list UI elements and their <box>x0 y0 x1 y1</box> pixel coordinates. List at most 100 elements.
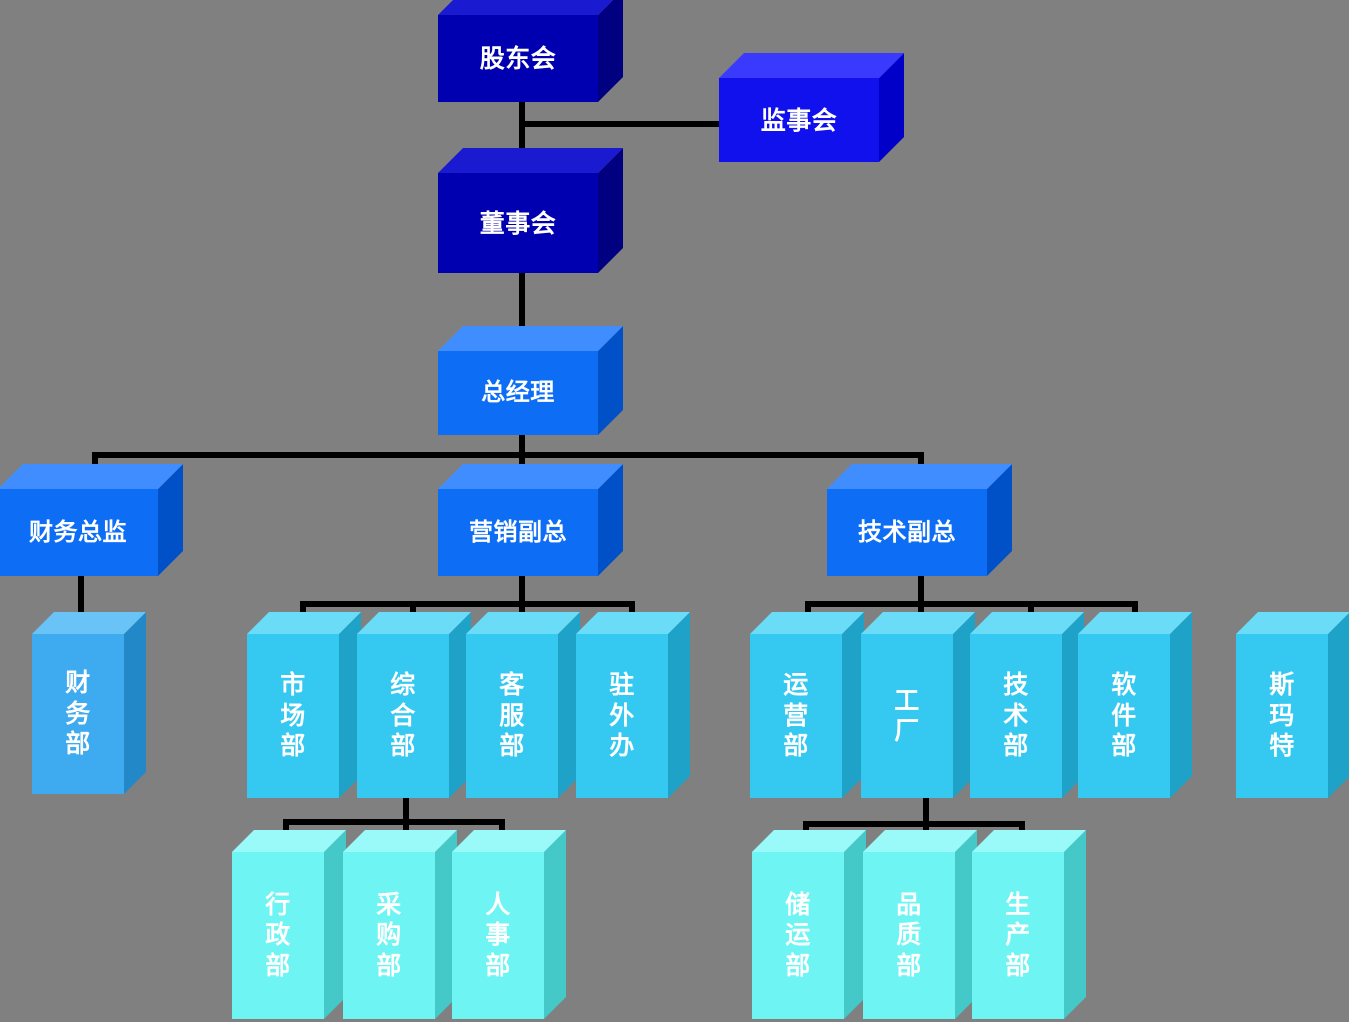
connector-general-drop-admin <box>283 819 289 853</box>
node-board[interactable]: 董事会 <box>438 148 623 273</box>
node-operations-dept-label: 运 营 部 <box>783 670 809 761</box>
node-overseas-office-label: 驻 外 办 <box>609 670 635 761</box>
box-side-face <box>1328 612 1349 798</box>
box-side-face <box>158 464 183 576</box>
connector-vptech-drop-tech <box>1028 601 1034 635</box>
node-quality-dept-face: 品 质 部 <box>863 852 955 1019</box>
node-cfo-label: 财务总监 <box>29 517 127 546</box>
connector-factory-bus <box>803 821 1025 827</box>
node-supervisors-label: 监事会 <box>760 105 838 135</box>
node-overseas-office[interactable]: 驻 外 办 <box>576 612 690 798</box>
node-quality-dept-label: 品 质 部 <box>896 889 922 980</box>
connector-vptech-drop-factory <box>918 601 924 635</box>
node-supervisors[interactable]: 监事会 <box>719 53 904 162</box>
box-top-face <box>343 830 457 852</box>
connector-gm-bus <box>92 452 924 458</box>
connector-vpmktg-drop-overseas <box>629 601 635 635</box>
connector-vpmktg-stem <box>519 575 525 607</box>
node-gm[interactable]: 总经理 <box>438 326 623 435</box>
node-overseas-office-face: 驻 外 办 <box>576 634 668 798</box>
connector-gm-drop-cfo <box>92 452 98 488</box>
node-vp-tech-face: 技术副总 <box>827 489 987 576</box>
connector-factory-stem <box>923 797 929 824</box>
connector-general-stem <box>403 797 409 822</box>
connector-vpmktg-drop-general <box>410 601 416 635</box>
node-warehouse-dept[interactable]: 储 运 部 <box>752 830 866 1019</box>
box-top-face <box>438 148 623 173</box>
box-side-face <box>1064 830 1086 1019</box>
box-top-face <box>32 612 146 634</box>
connector-factory-drop-production <box>1019 821 1025 855</box>
node-shareholders[interactable]: 股东会 <box>438 0 623 102</box>
node-service-dept[interactable]: 客 服 部 <box>466 612 580 798</box>
node-factory[interactable]: 工 厂 <box>861 612 975 798</box>
node-gm-face: 总经理 <box>438 351 598 435</box>
box-side-face <box>1170 612 1192 798</box>
box-top-face <box>452 830 566 852</box>
connector-vpmktg-drop-service <box>519 601 525 635</box>
node-board-face: 董事会 <box>438 173 598 273</box>
node-board-label: 董事会 <box>479 208 557 238</box>
node-market-dept-label: 市 场 部 <box>280 670 306 761</box>
node-vp-tech-label: 技术副总 <box>858 517 956 546</box>
node-hr-dept[interactable]: 人 事 部 <box>452 830 566 1019</box>
node-warehouse-dept-face: 储 运 部 <box>752 852 844 1019</box>
node-vp-marketing-label: 营销副总 <box>469 517 567 546</box>
node-software-dept-label: 软 件 部 <box>1111 670 1137 761</box>
connector-shareholders-stem <box>519 100 525 175</box>
node-admin-dept[interactable]: 行 政 部 <box>232 830 346 1019</box>
node-service-dept-face: 客 服 部 <box>466 634 558 798</box>
node-tech-dept-face: 技 术 部 <box>970 634 1062 798</box>
box-side-face <box>879 53 904 162</box>
box-top-face <box>719 53 904 78</box>
connector-vptech-stem <box>918 575 924 607</box>
node-hr-dept-label: 人 事 部 <box>485 889 511 980</box>
node-software-dept-face: 软 件 部 <box>1078 634 1170 798</box>
node-shareholders-face: 股东会 <box>438 15 598 102</box>
node-smart-face: 斯 玛 特 <box>1236 634 1328 798</box>
box-side-face <box>598 148 623 273</box>
node-production-dept[interactable]: 生 产 部 <box>972 830 1086 1019</box>
connector-vpmktg-bus <box>300 601 635 607</box>
node-quality-dept[interactable]: 品 质 部 <box>863 830 977 1019</box>
node-admin-dept-face: 行 政 部 <box>232 852 324 1019</box>
box-top-face <box>863 830 977 852</box>
node-finance-dept-face: 财 务 部 <box>32 634 124 794</box>
box-side-face <box>668 612 690 798</box>
box-top-face <box>438 0 623 15</box>
node-operations-dept[interactable]: 运 营 部 <box>750 612 864 798</box>
node-vp-marketing[interactable]: 营销副总 <box>438 464 623 576</box>
connector-factory-drop-quality <box>923 821 929 855</box>
connector-vptech-drop-operations <box>805 601 811 635</box>
node-factory-label: 工 厂 <box>894 685 920 746</box>
connector-general-drop-hr <box>499 819 505 853</box>
node-finance-dept-label: 财 务 部 <box>65 668 91 759</box>
box-top-face <box>232 830 346 852</box>
node-admin-dept-label: 行 政 部 <box>265 889 291 980</box>
box-top-face <box>970 612 1084 634</box>
box-side-face <box>598 0 623 102</box>
box-side-face <box>987 464 1012 576</box>
box-side-face <box>598 464 623 576</box>
connector-general-bus <box>283 819 505 825</box>
node-cfo-face: 财务总监 <box>0 489 158 576</box>
node-market-dept[interactable]: 市 场 部 <box>247 612 361 798</box>
node-purchasing-dept-label: 采 购 部 <box>376 889 402 980</box>
connector-gm-drop-vp-tech <box>918 452 924 488</box>
box-top-face <box>438 326 623 351</box>
box-side-face <box>544 830 566 1019</box>
node-general-dept[interactable]: 综 合 部 <box>357 612 471 798</box>
node-vp-marketing-face: 营销副总 <box>438 489 598 576</box>
node-tech-dept[interactable]: 技 术 部 <box>970 612 1084 798</box>
node-purchasing-dept[interactable]: 采 购 部 <box>343 830 457 1019</box>
node-finance-dept[interactable]: 财 务 部 <box>32 612 146 794</box>
node-production-dept-face: 生 产 部 <box>972 852 1064 1019</box>
node-general-dept-face: 综 合 部 <box>357 634 449 798</box>
connector-vptech-drop-software <box>1132 601 1138 635</box>
node-software-dept[interactable]: 软 件 部 <box>1078 612 1192 798</box>
node-smart[interactable]: 斯 玛 特 <box>1236 612 1349 798</box>
node-vp-tech[interactable]: 技术副总 <box>827 464 1012 576</box>
node-gm-label: 总经理 <box>481 378 555 407</box>
connector-vpmktg-drop-market <box>300 601 306 635</box>
node-cfo[interactable]: 财务总监 <box>0 464 183 576</box>
